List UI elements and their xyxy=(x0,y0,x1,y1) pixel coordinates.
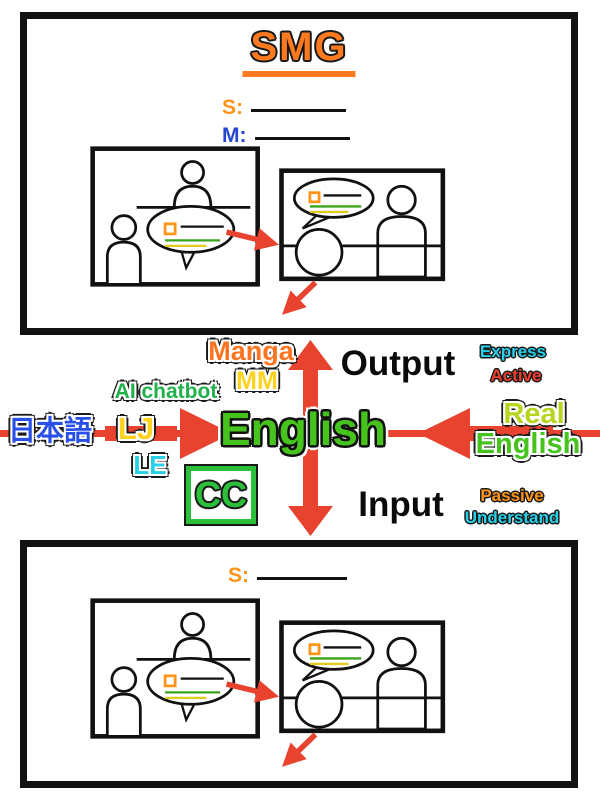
highlight-square-icon xyxy=(163,222,177,236)
m-field-label: M: xyxy=(222,124,247,147)
input-label: Input xyxy=(358,485,444,524)
speech-bubble xyxy=(146,657,236,723)
arrow-left-icon xyxy=(418,408,553,459)
highlight-square-icon xyxy=(163,674,177,688)
red-line xyxy=(0,430,600,437)
student-figure xyxy=(105,214,142,286)
s-field-row: S: xyxy=(222,97,346,118)
presenter-figure xyxy=(136,612,251,661)
input-scene-box: S: xyxy=(20,540,578,788)
le-label: LE xyxy=(133,450,167,480)
presenter-figure xyxy=(136,160,251,209)
s-field-label-bottom: S: xyxy=(228,564,249,587)
manga-label: Manga xyxy=(208,336,294,366)
output-label: Output xyxy=(340,344,456,383)
express-label: Express xyxy=(479,342,547,361)
understand-label: Understand xyxy=(464,508,560,527)
output-scene-box: SMG S: M: xyxy=(20,12,578,335)
listener-head xyxy=(294,227,344,277)
s-answer-line xyxy=(251,109,346,112)
active-label: Active xyxy=(490,366,542,385)
real-label: Real xyxy=(503,398,565,430)
highlight-square-icon xyxy=(308,191,321,204)
cc-label: CC xyxy=(195,474,247,515)
real-english-label: English xyxy=(475,428,581,460)
m-field-row: M: xyxy=(222,125,350,146)
red-transfer-arrows xyxy=(225,680,318,767)
arrow-right-icon xyxy=(105,408,232,459)
speech-bubble xyxy=(146,205,236,271)
lj-label: LJ xyxy=(117,411,155,446)
panel-left xyxy=(90,146,260,287)
passive-label: Passive xyxy=(480,486,544,505)
red-transfer-arrows xyxy=(225,228,318,315)
mm-label: MM xyxy=(236,367,278,395)
classroom-scene-top xyxy=(90,146,446,315)
panel-right xyxy=(279,168,446,282)
smg-title: SMG xyxy=(242,25,356,77)
speech-bubble-right xyxy=(292,177,375,230)
japanese-label: 日本語 xyxy=(8,415,93,446)
panel-right xyxy=(279,620,446,734)
panel-left xyxy=(90,598,260,739)
s-answer-line-bottom xyxy=(257,577,347,580)
ai-chatbot-label: AI chatbot xyxy=(114,380,218,403)
student-figure xyxy=(105,666,142,738)
cc-badge: CC xyxy=(184,464,258,526)
speech-bubble-right xyxy=(292,629,375,682)
flow-arrows xyxy=(0,340,600,536)
classroom-scene-bottom xyxy=(90,598,446,767)
arrow-vertical-icon xyxy=(288,340,333,536)
s-field-label: S: xyxy=(222,96,243,119)
listener-head xyxy=(294,679,344,729)
highlight-square-icon xyxy=(308,643,321,656)
s-field-row-bottom: S: xyxy=(228,565,347,586)
english-center-label: English xyxy=(219,403,387,455)
m-answer-line xyxy=(254,137,350,140)
